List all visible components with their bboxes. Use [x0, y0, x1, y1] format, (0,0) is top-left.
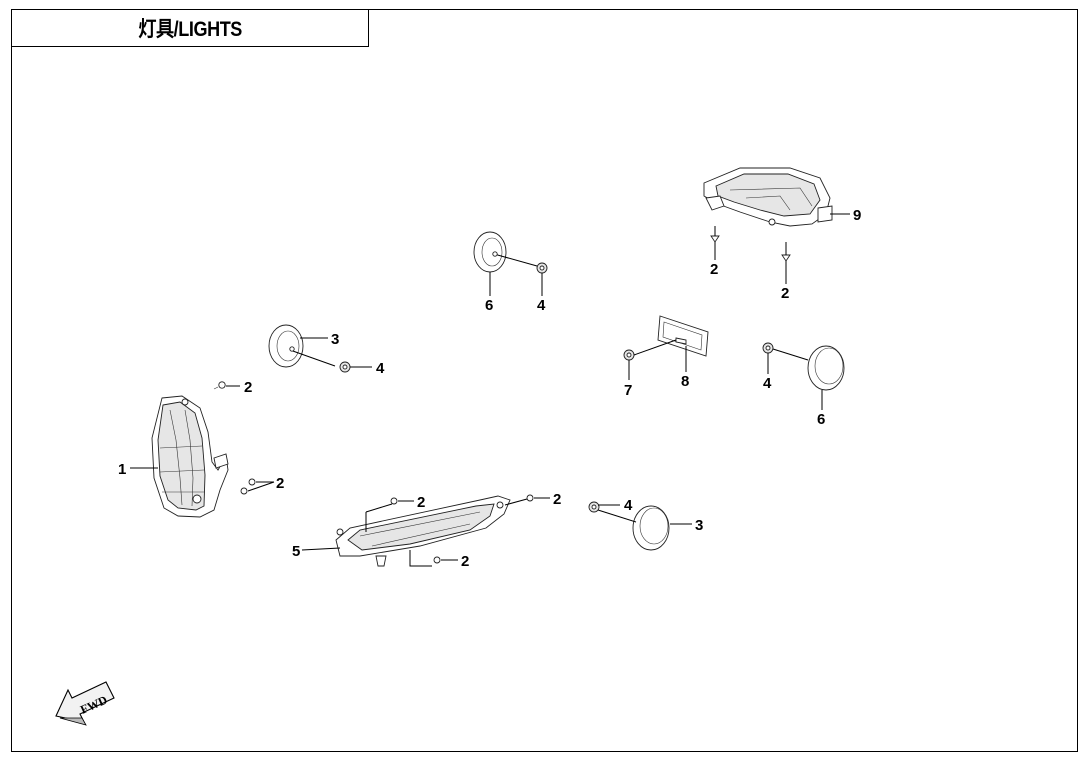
tail-light-housing-9	[703, 167, 833, 227]
callout-6-right: 6	[817, 411, 825, 428]
callout-9: 9	[853, 207, 861, 224]
callout-2-headlight-top: 2	[244, 379, 252, 396]
callout-2-tail-a: 2	[710, 261, 718, 278]
reflector-6-upper	[473, 231, 538, 273]
callout-2-bar-top: 2	[417, 494, 425, 511]
round-lens-3-lower	[632, 505, 670, 551]
headlight-assembly	[151, 395, 229, 518]
callout-3-upper: 3	[331, 331, 339, 348]
callout-2-bar-right: 2	[553, 491, 561, 508]
plate-light-8	[657, 315, 709, 357]
washer-4-lower	[588, 501, 600, 513]
callout-5: 5	[292, 543, 300, 560]
bolt-2-headlight-top	[213, 381, 226, 390]
callout-2-bar-bottom: 2	[461, 553, 469, 570]
drawing-frame	[11, 9, 1078, 752]
callout-3-lower: 3	[695, 517, 703, 534]
callout-1: 1	[118, 461, 126, 478]
bolt-2-headlight-lower-b	[240, 487, 248, 495]
screw-2-bar-top	[390, 497, 398, 505]
bolt-2-headlight-lower-a	[248, 478, 256, 486]
callout-4-right: 4	[763, 375, 772, 392]
nut-4-top-center	[536, 262, 548, 274]
callout-2-tail-b: 2	[781, 285, 789, 302]
fwd-arrow-icon: FWD	[55, 681, 115, 726]
reflector-3-upper	[268, 324, 336, 368]
title-box: 灯具/LIGHTS	[11, 9, 369, 47]
callout-2-headlight-lower: 2	[276, 475, 284, 492]
callout-6-top-center: 6	[485, 297, 493, 314]
leader-lines	[130, 213, 850, 567]
round-lens-6-right	[807, 345, 845, 391]
page-title: 灯具/LIGHTS	[138, 18, 242, 41]
screw-2-bar-right	[526, 494, 534, 502]
callout-7: 7	[624, 382, 632, 399]
callout-4-lower: 4	[624, 497, 633, 514]
nut-7	[623, 349, 635, 361]
nut-4-upper-left	[339, 361, 351, 373]
callout-4-top-center: 4	[537, 297, 546, 314]
screw-2-tail-b	[781, 242, 791, 262]
screw-2-tail-a	[710, 226, 720, 243]
callout-8: 8	[681, 373, 689, 390]
washer-4-right	[762, 342, 774, 354]
screw-2-bar-bottom	[433, 556, 441, 564]
light-bar-5	[335, 495, 511, 567]
callout-4-upper-left: 4	[376, 360, 385, 377]
